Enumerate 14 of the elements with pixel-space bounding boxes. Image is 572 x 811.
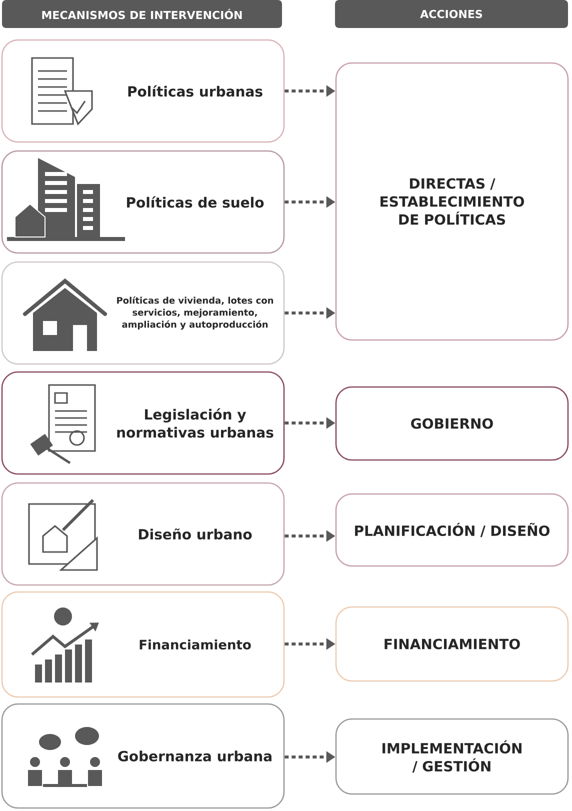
action-box: IMPLEMENTACIÓN / GESTIÓN [335, 718, 569, 795]
action-box: FINANCIAMIENTO [335, 606, 569, 682]
action-box: GOBIERNO [335, 386, 569, 461]
action-box: PLANIFICACIÓN / DISEÑO [335, 493, 569, 567]
mechanism-box: Políticas de vivienda, lotes con servicios, mejoramiento, ampliación y autoproducción [1, 261, 285, 365]
column-header: ACCIONES [335, 0, 568, 28]
action-box: DIRECTAS / ESTABLECIMIENTO DE POLÍTICAS [335, 62, 569, 341]
mechanism-box: Legislación y normativas urbanas [1, 371, 285, 475]
column-header: MECANISMOS DE INTERVENCIÓN [2, 0, 282, 28]
mechanism-box: Gobernanza urbana [1, 703, 285, 809]
mechanism-box: Políticas de suelo [1, 150, 285, 254]
mechanism-box: Políticas urbanas [1, 39, 285, 143]
mechanism-box: Diseño urbano [1, 482, 285, 586]
mechanism-box: Financiamiento [1, 591, 285, 698]
